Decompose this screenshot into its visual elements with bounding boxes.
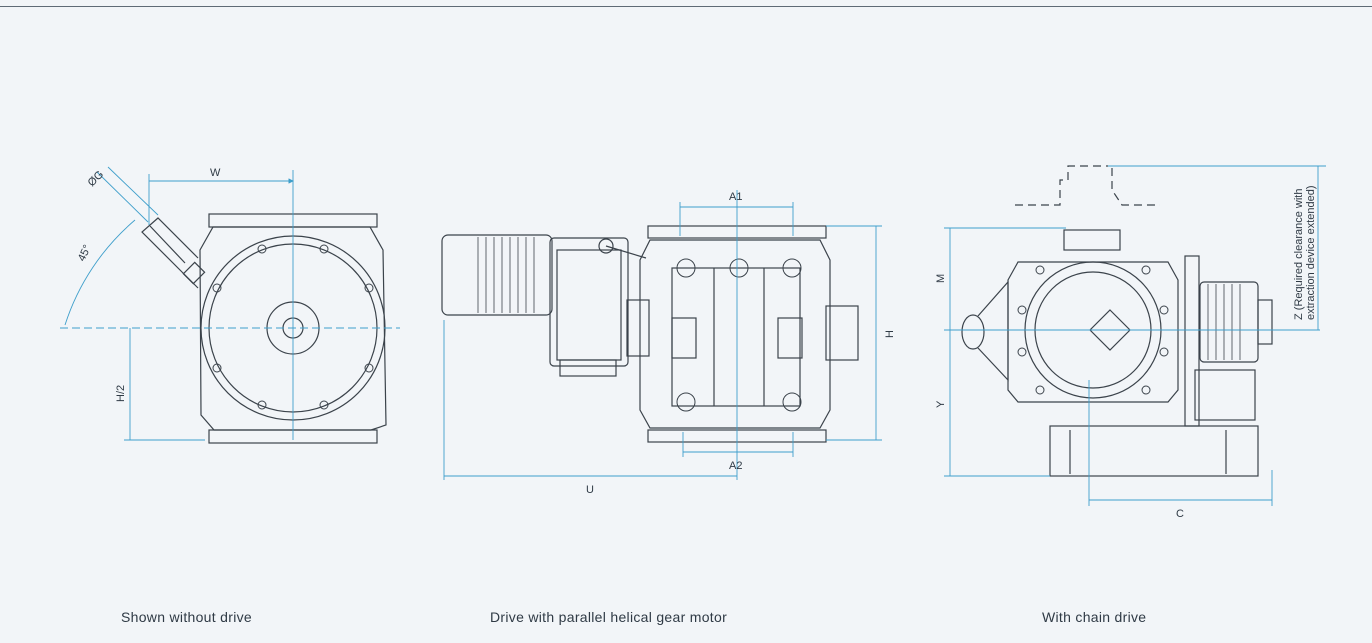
dim-y: Y [935,400,947,408]
view-gear-motor [441,225,859,443]
dim-w: W [210,167,221,179]
caption-gear-motor: Drive with parallel helical gear motor [490,609,728,625]
caption-chain-drive: With chain drive [1042,609,1147,625]
dim-m: M [935,274,947,283]
view1-dimension-lines [60,166,400,441]
view2-dimension-lines [443,190,882,480]
view-without-drive [141,213,387,444]
caption-without-drive: Shown without drive [121,609,252,625]
dim-z-line2: extraction device extended) [1305,185,1317,320]
dim-half-h: H/2 [115,385,127,402]
dim-angle: 45° [76,243,94,263]
dim-z-line1: Z (Required clearance with [1293,189,1305,320]
view-chain-drive [961,165,1273,477]
view3-dimension-lines [944,165,1326,506]
dim-u: U [586,484,594,496]
dim-g: ØG [86,169,107,190]
dim-h: H [884,330,896,338]
dim-c: C [1176,508,1184,520]
dim-a2: A2 [729,460,742,472]
top-rule [0,6,1372,7]
dim-a1: A1 [729,191,742,203]
